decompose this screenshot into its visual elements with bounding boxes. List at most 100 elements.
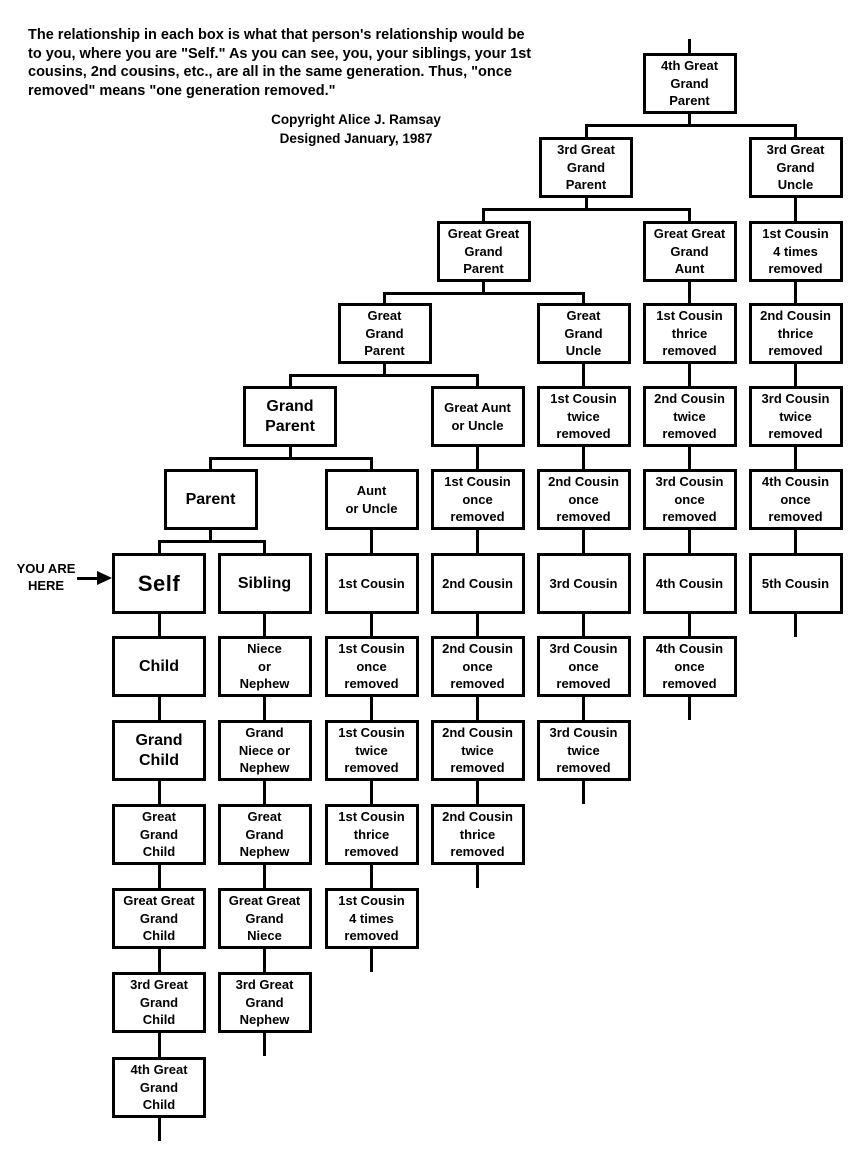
connector-line	[582, 781, 585, 804]
node-nsibling: Sibling	[217, 553, 312, 614]
node-n2c3r_a: 2nd Cousin thrice removed	[748, 303, 843, 364]
connector-line	[157, 949, 161, 972]
connector-line	[263, 865, 266, 888]
connector-line	[582, 447, 585, 469]
connector-line	[370, 460, 373, 469]
connector-line	[688, 211, 691, 221]
connector-line	[157, 865, 161, 888]
copyright-block: Copyright Alice J. Ramsay Designed Janua…	[225, 110, 487, 148]
node-nggc: Great Grand Child	[112, 804, 206, 865]
connector-line	[476, 377, 479, 386]
node-n4c1r_a: 4th Cousin once removed	[748, 469, 843, 530]
node-n3c2r_d: 3rd Cousin twice removed	[536, 720, 631, 781]
node-n4c1r_d: 4th Cousin once removed	[642, 636, 737, 697]
connector-line	[209, 530, 212, 543]
node-ngggp: Great Great Grand Parent	[436, 221, 531, 282]
connector-line	[582, 697, 585, 720]
connector-line	[476, 614, 479, 636]
connector-line	[584, 127, 588, 137]
node-n5c: 5th Cousin	[748, 553, 843, 614]
connector-line	[476, 781, 479, 804]
arrow-shaft	[77, 577, 98, 580]
node-n1c3r_a: 1st Cousin thrice removed	[642, 303, 737, 364]
node-n2c2r_d: 2nd Cousin twice removed	[430, 720, 525, 781]
node-n4ggc: 4th Great Grand Child	[112, 1057, 206, 1118]
connector-line	[157, 1033, 161, 1057]
node-nggga: Great Great Grand Aunt	[642, 221, 737, 282]
connector-line	[794, 282, 797, 303]
node-ngggn: Great Great Grand Niece	[217, 888, 312, 949]
designed-line: Designed January, 1987	[279, 131, 433, 146]
node-nnn: Niece or Nephew	[217, 636, 312, 697]
connector-line	[263, 781, 266, 804]
node-ngnn: Grand Niece or Nephew	[217, 720, 312, 781]
node-ngp: Grand Parent	[243, 386, 337, 447]
connector-line	[794, 364, 797, 386]
connector-line	[157, 540, 266, 543]
node-nggp: Great Grand Parent	[337, 303, 432, 364]
node-n3c2r_a: 3rd Cousin twice removed	[748, 386, 843, 447]
connector-line	[370, 781, 373, 804]
node-nparent: Parent	[163, 469, 258, 530]
connector-line	[476, 865, 479, 888]
connector-line	[584, 124, 797, 127]
connector-line	[383, 292, 585, 295]
connector-line	[688, 530, 691, 553]
node-n3c1r_d: 3rd Cousin once removed	[536, 636, 631, 697]
connector-line	[288, 377, 292, 386]
copyright-line: Copyright Alice J. Ramsay	[271, 112, 441, 127]
node-n2c1r_a: 2nd Cousin once removed	[536, 469, 631, 530]
connector-line	[476, 697, 479, 720]
node-ngc: Grand Child	[112, 720, 206, 781]
connector-line	[288, 374, 479, 377]
connector-line	[688, 697, 691, 720]
connector-line	[794, 127, 797, 137]
node-n3c1r_a: 3rd Cousin once removed	[642, 469, 737, 530]
connector-line	[794, 530, 797, 553]
connector-line	[157, 697, 161, 720]
connector-line	[688, 447, 691, 469]
connector-line	[476, 530, 479, 553]
connector-line	[209, 457, 373, 460]
connector-line	[370, 530, 373, 553]
node-n1c4r_a: 1st Cousin 4 times removed	[748, 221, 843, 282]
connector-line	[370, 614, 373, 636]
connector-line	[688, 364, 691, 386]
node-n1c1r_a: 1st Cousin once removed	[430, 469, 525, 530]
connector-line	[688, 282, 691, 303]
connector-line	[582, 364, 585, 386]
node-nself: Self	[112, 553, 206, 614]
connector-line	[383, 364, 386, 377]
node-n1c1r_d: 1st Cousin once removed	[324, 636, 419, 697]
connector-line	[370, 697, 373, 720]
connector-line	[263, 1033, 266, 1056]
node-n3ggu: 3rd Great Grand Uncle	[748, 137, 843, 198]
node-n3ggc: 3rd Great Grand Child	[112, 972, 206, 1033]
node-nggn: Great Grand Nephew	[217, 804, 312, 865]
connector-line	[263, 949, 266, 972]
node-n2c3r_d: 2nd Cousin thrice removed	[430, 804, 525, 865]
connector-line	[157, 1118, 161, 1141]
node-n2c: 2nd Cousin	[430, 553, 525, 614]
you-are-here-label: YOU ARE HERE	[16, 561, 76, 593]
intro-text: The relationship in each box is what tha…	[28, 27, 532, 99]
node-n1c2r_a: 1st Cousin twice removed	[536, 386, 631, 447]
connector-line	[584, 198, 588, 211]
connector-line	[482, 211, 485, 221]
connector-line	[476, 447, 479, 469]
connector-line	[370, 865, 373, 888]
connector-line	[482, 282, 485, 295]
connector-line	[688, 114, 691, 127]
connector-line	[482, 208, 691, 211]
node-n2c1r_d: 2nd Cousin once removed	[430, 636, 525, 697]
node-nau: Aunt or Uncle	[324, 469, 419, 530]
node-ngggc: Great Great Grand Child	[112, 888, 206, 949]
node-n3ggp: 3rd Great Grand Parent	[539, 137, 633, 198]
connector-line	[582, 295, 585, 303]
node-n1c: 1st Cousin	[324, 553, 419, 614]
connector-line	[794, 447, 797, 469]
node-n4ggp: 4th Great Grand Parent	[642, 53, 737, 114]
node-n3ggn: 3rd Great Grand Nephew	[217, 972, 312, 1033]
node-nggu: Great Grand Uncle	[536, 303, 631, 364]
